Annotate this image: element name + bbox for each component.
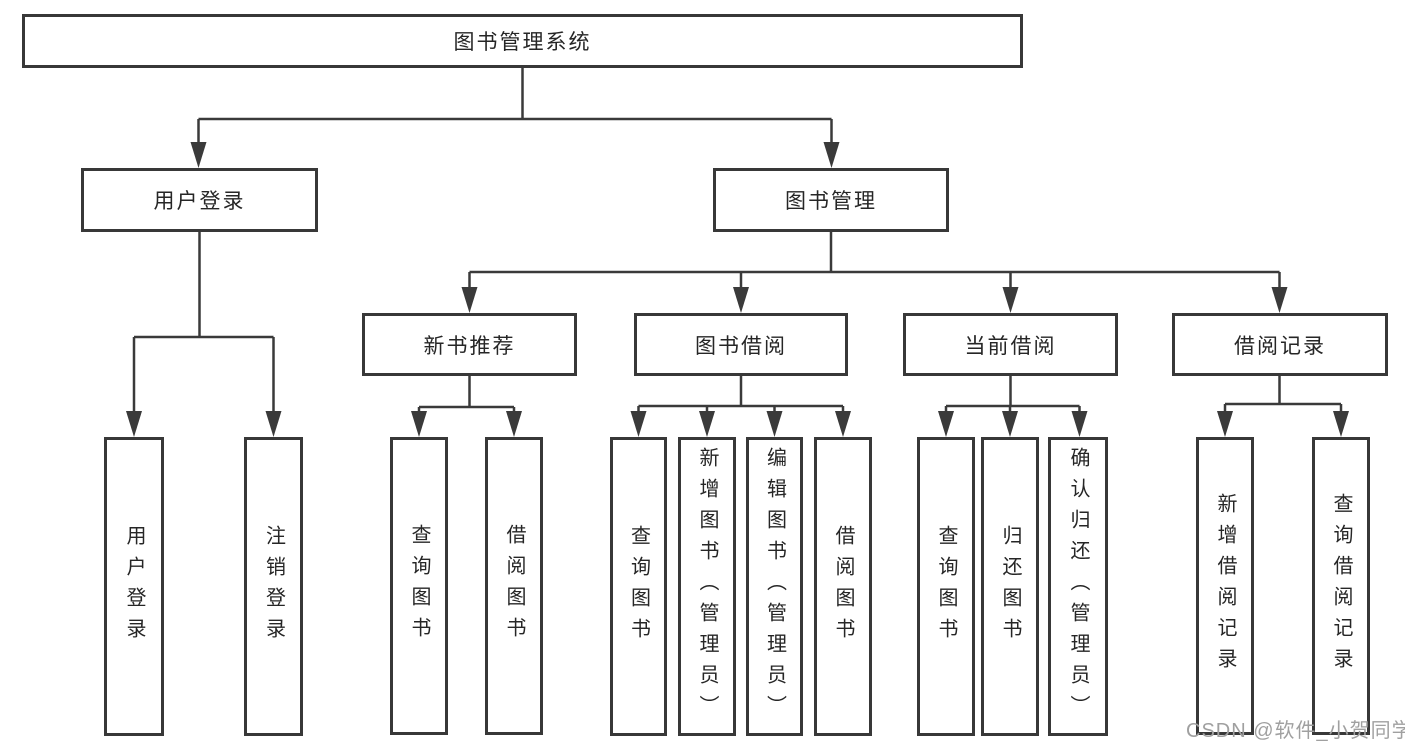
- leaf-logout-label: 注销登录: [262, 524, 285, 649]
- leaf-add-borrow-record: 新增借阅记录: [1196, 437, 1254, 735]
- leaf-edit-book-admin: 编辑图书（管理员）: [746, 437, 803, 736]
- leaf-query-borrow-record-label: 查询借阅记录: [1330, 493, 1352, 679]
- leaf-user-login: 用户登录: [104, 437, 164, 736]
- node-borrowing-records: 借阅记录: [1172, 313, 1388, 376]
- node-new-book-recommend: 新书推荐: [362, 313, 577, 376]
- leaf-user-login-label: 用户登录: [123, 524, 145, 649]
- leaf-query-books-borrow-label: 查询图书: [627, 524, 650, 649]
- leaf-query-books-current: 查询图书: [917, 437, 975, 736]
- leaf-borrow-books-recommend: 借阅图书: [485, 437, 543, 735]
- node-new-book-recommend-label: 新书推荐: [423, 334, 516, 358]
- node-current-borrowing: 当前借阅: [903, 313, 1118, 376]
- leaf-query-books-recommend: 查询图书: [390, 437, 448, 735]
- watermark-text: CSDN @软件_小贺同学: [1186, 720, 1405, 742]
- leaf-add-borrow-record-label: 新增借阅记录: [1214, 493, 1236, 679]
- leaf-confirm-return-admin: 确认归还（管理员）: [1048, 437, 1108, 736]
- node-borrowing-records-label: 借阅记录: [1234, 334, 1326, 358]
- node-library-system-label: 图书管理系统: [453, 31, 592, 54]
- node-book-borrowing: 图书借阅: [634, 313, 848, 376]
- leaf-borrow-books-recommend-label: 借阅图书: [503, 524, 525, 648]
- leaf-return-books-label: 归还图书: [999, 524, 1021, 649]
- leaf-query-books-borrow: 查询图书: [610, 437, 667, 736]
- leaf-add-book-admin: 新增图书（管理员）: [678, 437, 736, 736]
- leaf-query-books-recommend-label: 查询图书: [408, 524, 430, 648]
- node-current-borrowing-label: 当前借阅: [964, 334, 1057, 358]
- leaf-query-borrow-record: 查询借阅记录: [1312, 437, 1370, 735]
- leaf-add-book-admin-label: 新增图书（管理员）: [696, 447, 718, 726]
- leaf-query-books-current-label: 查询图书: [935, 524, 957, 649]
- leaf-confirm-return-admin-label: 确认归还（管理员）: [1067, 447, 1089, 726]
- leaf-return-books: 归还图书: [981, 437, 1039, 736]
- node-book-management: 图书管理: [713, 168, 949, 232]
- leaf-borrow-books-label: 借阅图书: [832, 524, 854, 649]
- node-user-login-label: 用户登录: [153, 190, 246, 213]
- leaf-borrow-books: 借阅图书: [814, 437, 872, 736]
- node-user-login: 用户登录: [81, 168, 318, 232]
- leaf-logout: 注销登录: [244, 437, 303, 736]
- node-library-system: 图书管理系统: [22, 14, 1023, 68]
- node-book-borrowing-label: 图书借阅: [695, 334, 787, 358]
- leaf-edit-book-admin-label: 编辑图书（管理员）: [763, 447, 786, 726]
- node-book-management-label: 图书管理: [785, 190, 877, 213]
